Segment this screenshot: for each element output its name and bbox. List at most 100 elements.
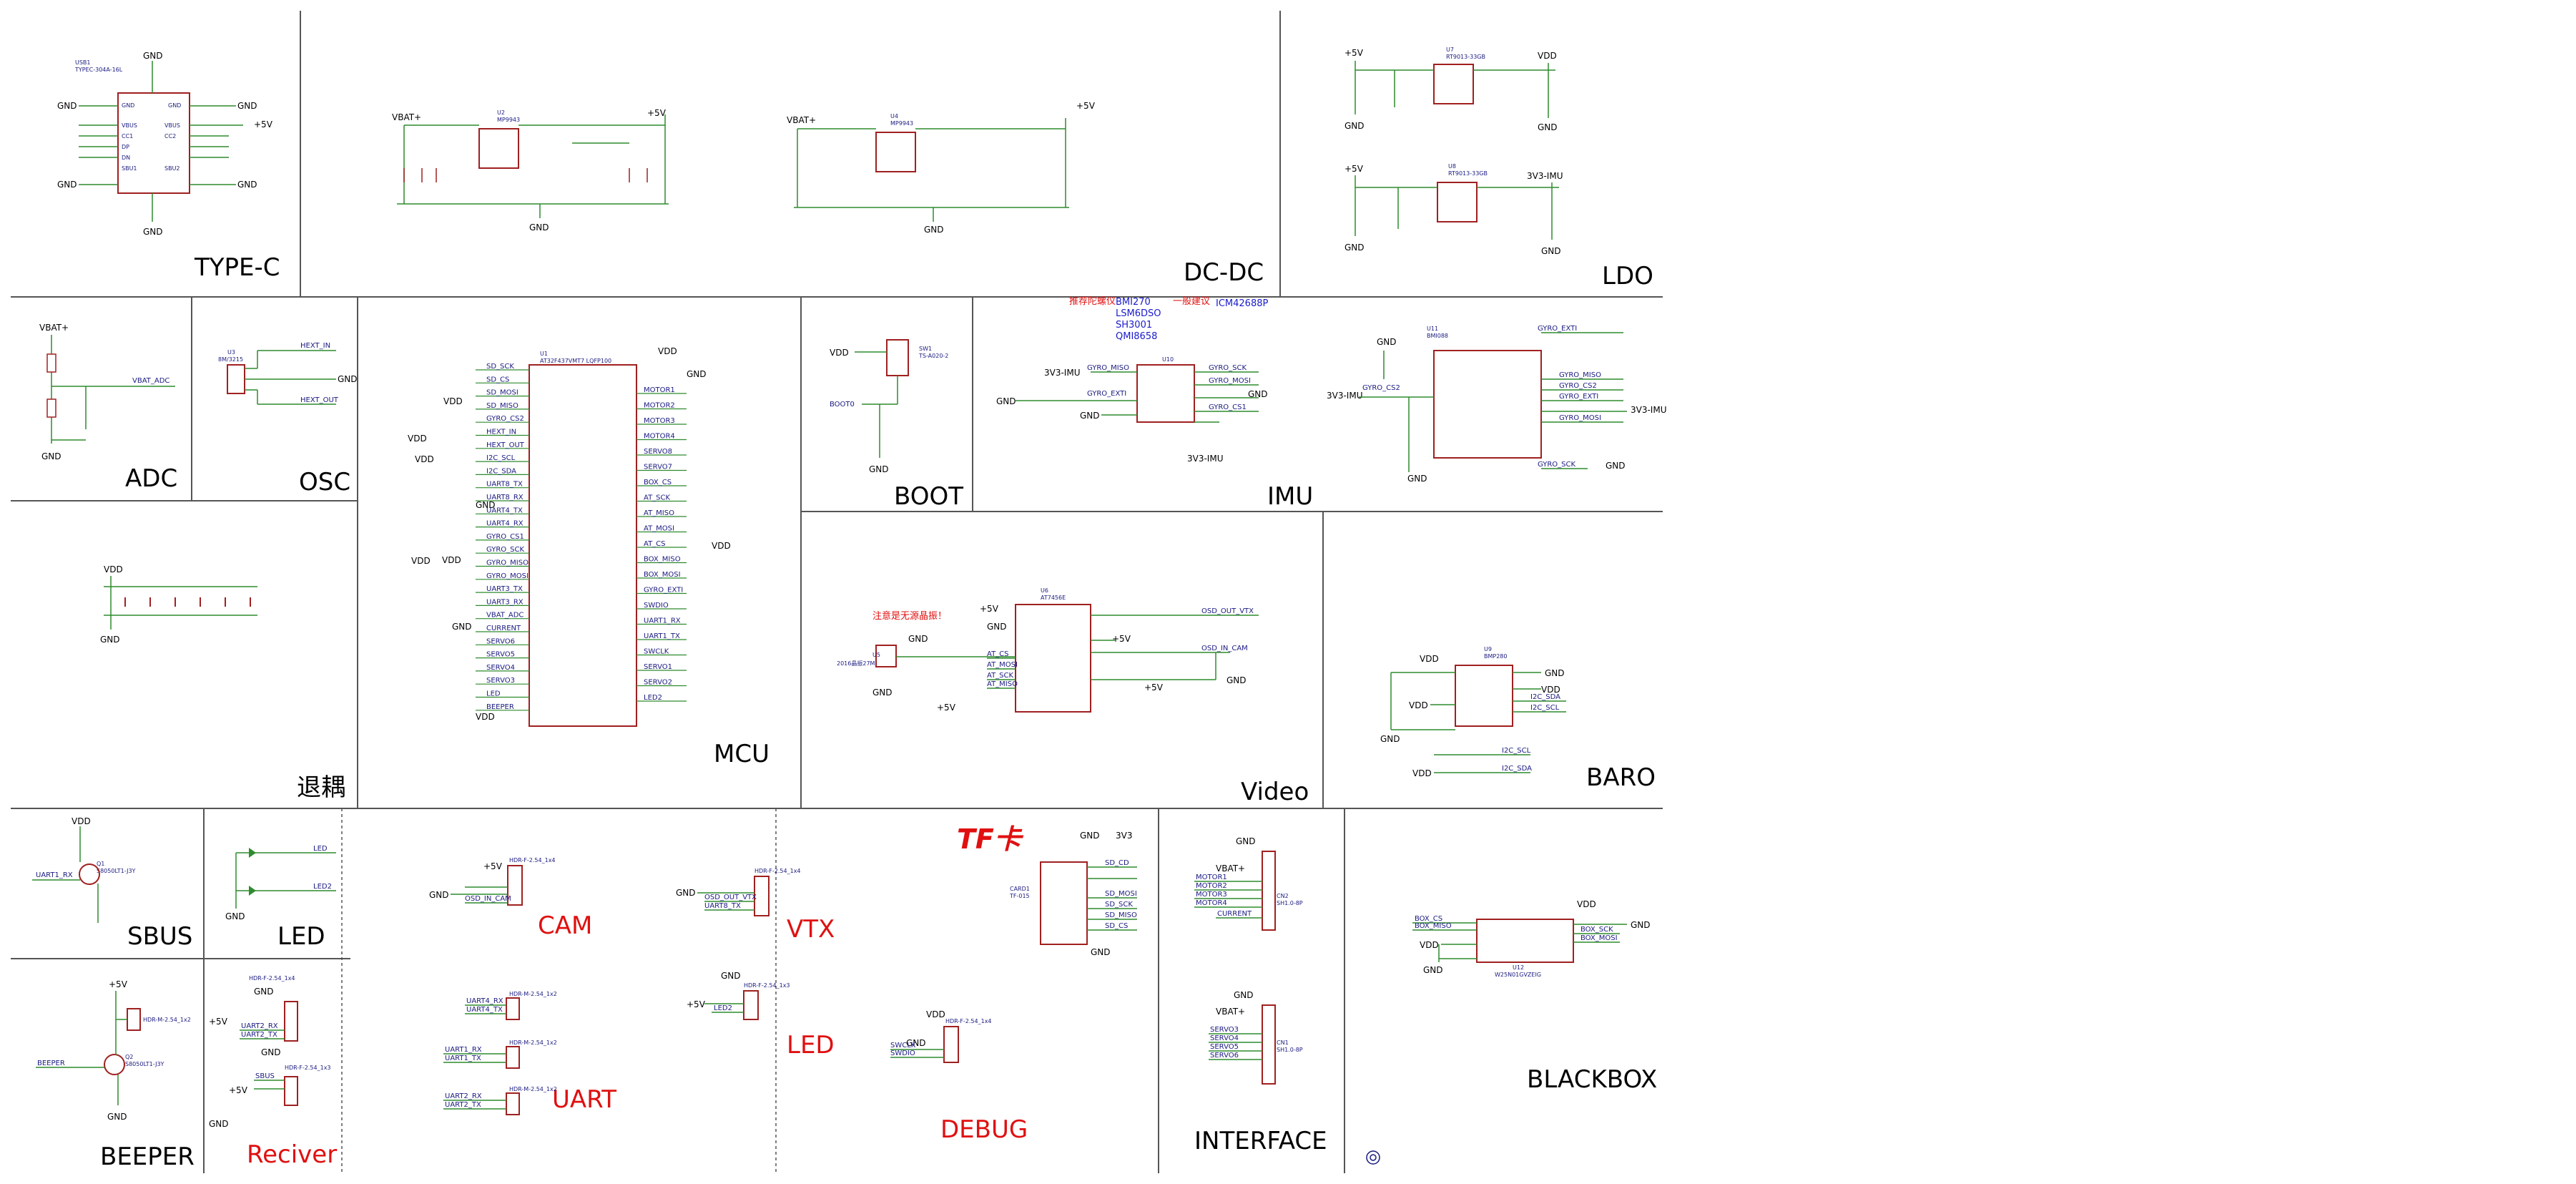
baro-block: U9 BMP280 VDD VDD GND GND VDD VDD I2C_SD… bbox=[1380, 646, 1566, 778]
reciver-net-sbus: SBUS bbox=[255, 1072, 275, 1080]
dcdc1-chip bbox=[478, 128, 519, 169]
led-header-block: HDR-F-2.54_1x3 GND +5V LED2 bbox=[687, 971, 790, 1020]
typec-pin-dn: DN bbox=[122, 155, 130, 161]
ldo1-vdd: VDD bbox=[1538, 51, 1557, 61]
uart-net-3: UART1_RX bbox=[445, 1046, 482, 1054]
dcdc2-vbat: VBAT+ bbox=[787, 115, 816, 125]
video-crystal bbox=[875, 645, 897, 667]
mcu-right-net-label: BOX_MISO bbox=[644, 556, 681, 564]
baro-vdd-b: VDD bbox=[1409, 700, 1428, 710]
decouple-gnd: GND bbox=[100, 635, 120, 645]
reciver-gnd-a: GND bbox=[254, 987, 274, 997]
tf-part: TF-015 bbox=[1009, 893, 1030, 899]
vtx-header-part: HDR-F-2.54_1x4 bbox=[754, 868, 801, 874]
interface-vbat-a: VBAT+ bbox=[1216, 863, 1245, 874]
interface-gnd-b: GND bbox=[1234, 990, 1254, 1000]
imu-list-2: LSM6DSO bbox=[1116, 308, 1161, 319]
adc-block: VBAT+ VBAT_ADC GND bbox=[39, 323, 175, 461]
title-cam: CAM bbox=[538, 911, 592, 940]
title-ldo: LDO bbox=[1602, 262, 1653, 290]
led-header-part: HDR-F-2.54_1x3 bbox=[744, 982, 790, 989]
mcu-right-net-label: MOTOR2 bbox=[644, 402, 675, 410]
typec-pin-gnd2: GND bbox=[168, 102, 181, 109]
dcdc-stage-2: VBAT+ U4 MP9943 GND +5V bbox=[787, 101, 1096, 235]
interface-block: CN2 SH1.0-8P CN1 SH1.0-8P VBAT+ VBAT+ GN… bbox=[1194, 836, 1303, 1085]
mcu-vdd-l3: VDD bbox=[415, 454, 434, 464]
video-ref: U6 bbox=[1041, 587, 1048, 594]
cam-header-part: HDR-F-2.54_1x4 bbox=[509, 857, 556, 863]
mcu-left-net-label: GYRO_MISO bbox=[486, 559, 529, 567]
ldo-block: +5V VDD U7 RT9013-33GB GND GND +5V 3V3-I… bbox=[1344, 47, 1563, 256]
mcu-left-net-label: SERVO6 bbox=[486, 637, 515, 645]
interface-net-m4: MOTOR4 bbox=[1196, 899, 1227, 907]
boot-switch bbox=[886, 339, 909, 376]
led-header bbox=[743, 990, 759, 1020]
baro-vdd-a: VDD bbox=[1420, 654, 1439, 664]
mcu-left-net-label: SD_SCK bbox=[486, 363, 514, 371]
mcu-left-net-label: UART8_TX bbox=[486, 481, 523, 489]
video-net-cs: AT_CS bbox=[987, 650, 1009, 658]
led-header-net: LED2 bbox=[714, 1004, 732, 1012]
ldo1-ref: U7 bbox=[1446, 47, 1454, 53]
vtx-net-osd: OSD_OUT_VTX bbox=[704, 894, 757, 901]
mcu-right-pin-column: MOTOR1MOTOR2MOTOR3MOTOR4SERVO8SERVO7BOX_… bbox=[636, 386, 687, 702]
beeper-transistor bbox=[104, 1054, 125, 1075]
mcu-left-net-label: UART3_TX bbox=[486, 585, 523, 593]
title-typec: TYPE-C bbox=[194, 253, 280, 282]
imu-gnd-5: GND bbox=[1407, 474, 1427, 484]
imu-u11-ref: U11 bbox=[1427, 326, 1438, 332]
mcu-left-net-label: SD_CS bbox=[486, 376, 509, 383]
interface-cn2 bbox=[1262, 851, 1276, 931]
typec-connector bbox=[117, 92, 190, 194]
mcu-left-net-label: I2C_SDA bbox=[486, 467, 516, 475]
typec-gnd-bot: GND bbox=[143, 227, 163, 237]
mcu-left-net-label: VBAT_ADC bbox=[486, 612, 523, 620]
video-crystal-warning: 注意是无源晶振！ bbox=[872, 610, 947, 622]
title-interface: INTERFACE bbox=[1194, 1127, 1327, 1155]
dcdc1-5v: +5V bbox=[647, 108, 667, 118]
dcdc-stage-1: VBAT+ U2 MP9943 GND +5V bbox=[392, 108, 669, 233]
dcdc2-ref: U4 bbox=[890, 113, 898, 119]
blackbox-ref: U12 bbox=[1513, 964, 1524, 971]
mcu-vdd-l2: VDD bbox=[408, 434, 427, 444]
typec-pin-vbus1: VBUS bbox=[122, 122, 137, 129]
typec-gnd-b: GND bbox=[57, 180, 77, 190]
beeper-net: BEEPER bbox=[37, 1060, 65, 1067]
title-boot: BOOT bbox=[894, 482, 963, 511]
mcu-left-pin-column: SD_SCKSD_CSSD_MOSISD_MISOGYRO_CS2HEXT_IN… bbox=[476, 363, 529, 711]
beeper-5v: +5V bbox=[109, 979, 128, 989]
blackbox-net-cs: BOX_CS bbox=[1415, 915, 1442, 923]
mcu-right-net-label: SWDIO bbox=[644, 602, 669, 610]
dcdc-block: VBAT+ U2 MP9943 GND +5V VBAT+ U4 MP9943 bbox=[392, 101, 1096, 235]
mcu-left-net-label: HEXT_IN bbox=[486, 429, 516, 436]
adc-r1 bbox=[46, 353, 56, 373]
uart-net-6: UART2_TX bbox=[445, 1101, 481, 1109]
mcu-right-net-label: MOTOR3 bbox=[644, 417, 675, 425]
mcu-gnd-l1: GND bbox=[476, 500, 496, 510]
osc-block: U3 8M/3215 HEXT_IN HEXT_OUT GND bbox=[218, 342, 358, 405]
mcu-left-net-label: HEXT_OUT bbox=[486, 441, 525, 449]
blackbox-flash-chip bbox=[1476, 919, 1574, 963]
led-gnd: GND bbox=[225, 911, 245, 921]
adc-net: VBAT_ADC bbox=[132, 377, 169, 385]
interface-cn1-part: SH1.0-8P bbox=[1277, 1047, 1303, 1053]
imu-gnd-6: GND bbox=[1606, 461, 1626, 471]
debug-gnd: GND bbox=[906, 1038, 926, 1048]
dcdc2-part: MP9943 bbox=[890, 120, 913, 127]
cam-net: OSD_IN_CAM bbox=[465, 895, 511, 903]
baro-pull-scl: I2C_SCL bbox=[1502, 747, 1531, 755]
typec-pin-vbus2: VBUS bbox=[164, 122, 180, 129]
video-net-mosi: AT_MOSI bbox=[987, 661, 1018, 669]
ldo2-part: RT9013-33GB bbox=[1448, 170, 1488, 177]
uart-header-3 bbox=[506, 1092, 520, 1115]
sbus-block: VDD Q1 S8050LT1-J3Y UART1_RX bbox=[32, 816, 136, 923]
interface-net-s4: SERVO4 bbox=[1210, 1034, 1239, 1042]
mcu-left-net-label: SERVO5 bbox=[486, 651, 515, 659]
baro-net-sda: I2C_SDA bbox=[1530, 693, 1560, 701]
title-mcu: MCU bbox=[714, 740, 770, 768]
boot-part: TS-A020-2 bbox=[918, 353, 948, 359]
tf-ref: CARD1 bbox=[1010, 886, 1030, 892]
debug-header-part: HDR-F-2.54_1x4 bbox=[945, 1018, 992, 1024]
video-5v-d: +5V bbox=[1144, 682, 1164, 693]
led-net-1: LED bbox=[313, 845, 328, 853]
